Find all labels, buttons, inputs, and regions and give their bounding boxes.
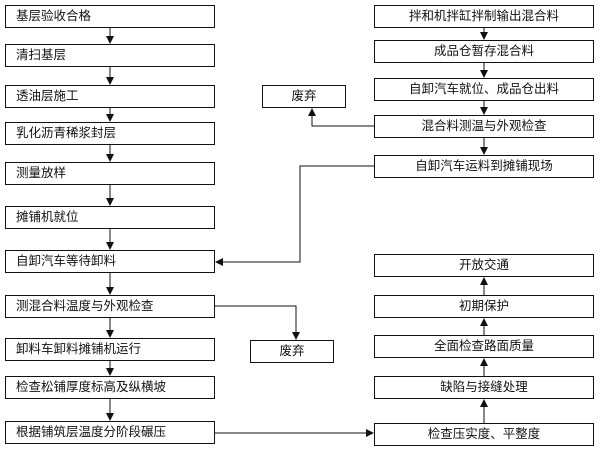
step-mixing-plant: 拌和机拌缸拌制输出混合料 [374, 5, 594, 28]
arrow-to-reject-bottom [215, 305, 300, 340]
reject-box-top: 废弃 [262, 85, 346, 108]
step-slurry-seal: 乳化沥青稀浆封层 [5, 122, 215, 145]
arrow-to-reject-top [308, 108, 374, 127]
step-truck-waiting: 自卸汽车等待卸料 [5, 250, 215, 273]
step-base-accepted: 基层验收合格 [5, 5, 215, 28]
step-truck-loading: 自卸汽车就位、成品仓出料 [374, 78, 594, 101]
step-paver-position: 摊铺机就位 [5, 206, 215, 229]
step-survey-layout: 测量放样 [5, 162, 215, 185]
step-defect-repair: 缺陷与接缝处理 [374, 376, 594, 399]
step-unload-paving: 卸料车卸料摊铺机运行 [5, 338, 215, 361]
step-initial-protection: 初期保护 [374, 295, 594, 318]
step-prime-coat: 透油层施工 [5, 85, 215, 108]
step-silo-storage: 成品仓暂存混合料 [374, 40, 594, 63]
step-check-temperature: 测混合料温度与外观检查 [5, 295, 215, 318]
step-mix-inspection: 混合料测温与外观检查 [374, 115, 594, 138]
step-open-traffic: 开放交通 [374, 254, 594, 277]
step-staged-rolling: 根据铺筑层温度分阶段碾压 [5, 421, 215, 444]
step-full-inspection: 全面检查路面质量 [374, 335, 594, 358]
step-clean-base: 清扫基层 [5, 44, 215, 67]
step-truck-transport: 自卸汽车运料到摊铺现场 [374, 155, 594, 178]
step-check-compaction: 检查压实度、平整度 [374, 423, 594, 446]
step-check-thickness: 检查松铺厚度标高及纵横坡 [5, 376, 215, 399]
arrow-transport-to-waiting [215, 165, 374, 266]
reject-box-bottom: 废弃 [250, 340, 334, 363]
